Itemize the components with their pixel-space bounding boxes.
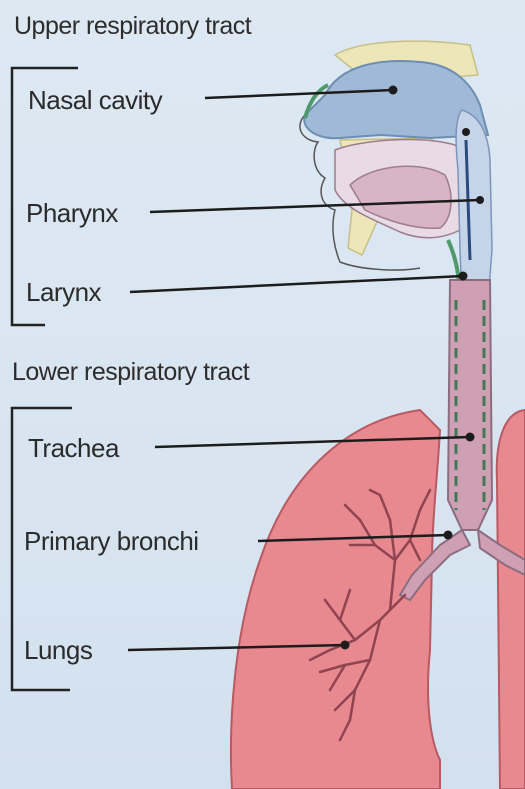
pharynx-dot-top <box>462 128 470 136</box>
lower-tract-heading: Lower respiratory tract <box>12 358 249 387</box>
nasal-cavity-label: Nasal cavity <box>28 85 162 116</box>
trachea-dot <box>466 433 475 442</box>
pharynx-dot <box>476 196 484 204</box>
trachea-label: Trachea <box>28 433 119 464</box>
larynx-dot <box>459 272 468 281</box>
pharynx-shape <box>456 110 492 300</box>
primary-bronchi-label: Primary bronchi <box>24 526 199 557</box>
nasal-cavity-dot <box>389 86 398 95</box>
larynx-leader <box>130 276 463 292</box>
right-lung <box>497 410 525 789</box>
larynx-label: Larynx <box>26 277 101 308</box>
primary-bronchi-dot <box>444 531 453 540</box>
upper-tract-heading: Upper respiratory tract <box>14 12 251 41</box>
pharynx-label: Pharynx <box>26 198 118 229</box>
lungs-dot <box>341 641 350 650</box>
lungs-label: Lungs <box>24 635 92 666</box>
